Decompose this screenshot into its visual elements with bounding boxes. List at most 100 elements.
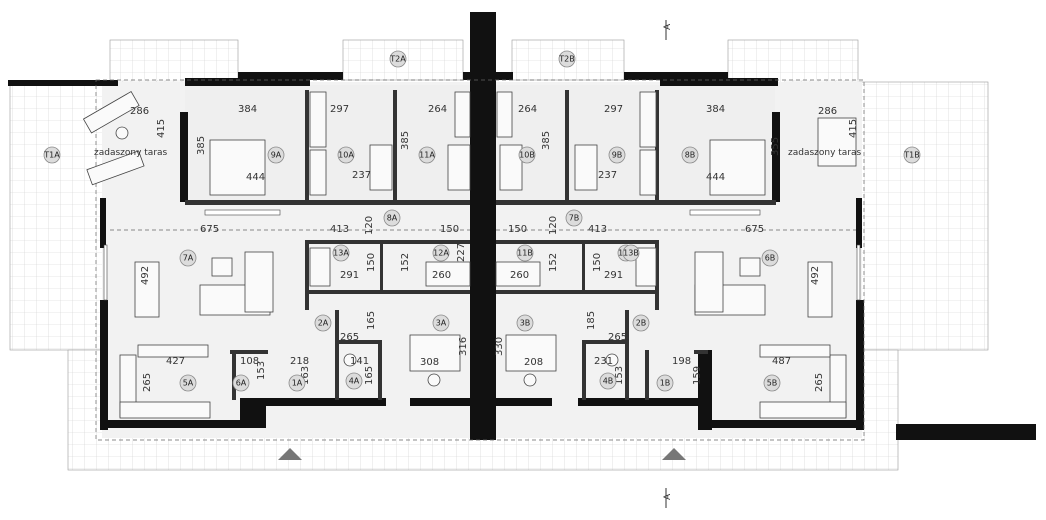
room-badge-label: 4B: [603, 377, 614, 386]
dimension: 265: [814, 373, 825, 392]
room-badge-6b: 6B: [761, 249, 779, 267]
room-badge-3b: 3B: [516, 314, 534, 332]
room-badge-label: 9A: [271, 151, 282, 160]
dimension: 163: [300, 366, 311, 385]
room-badge-7a: 7A: [179, 249, 197, 267]
room-badge-label: 8A: [387, 214, 398, 223]
room-badge-label: 12A: [433, 249, 449, 258]
dimension: 286: [130, 106, 149, 117]
dimension: 265: [340, 332, 359, 343]
dimension: 385: [541, 131, 552, 150]
room-badge-label: 1A: [292, 379, 303, 388]
dimension: 330: [494, 337, 505, 356]
dimension: 165: [366, 311, 377, 330]
dimension: 291: [340, 270, 359, 281]
dimension: 487: [772, 356, 791, 367]
room-badge-4a: 4A: [345, 372, 363, 390]
walls: [8, 12, 1036, 440]
room-badge-label: 2B: [636, 319, 647, 328]
dimension: 150: [366, 253, 377, 272]
dimension: 141: [350, 356, 369, 367]
dimension: 385: [400, 131, 411, 150]
room-badge-label: T2A: [389, 55, 406, 64]
room-badge-1a: 1A: [288, 374, 306, 392]
room-badge-label: 4A: [349, 377, 360, 386]
room-badge-9a: 9A: [267, 146, 285, 164]
dimension: 120: [548, 216, 559, 235]
room-badge-label: 7A: [183, 254, 194, 263]
dimension: 231: [594, 356, 613, 367]
room-badge-11a: 11A: [418, 146, 436, 164]
dimension: 384: [706, 104, 725, 115]
room-badge-t1a: T1A: [43, 146, 61, 164]
dimension: 427: [166, 356, 185, 367]
room-badge-t2a: T2A: [389, 50, 407, 68]
room-badge-label: 10B: [519, 151, 535, 160]
room-badge-label: 5A: [183, 379, 194, 388]
dimension: 260: [510, 270, 529, 281]
room-badge-label: 9B: [612, 151, 623, 160]
room-badge-12a: 12A: [432, 244, 450, 262]
dashed-outlines: [95, 79, 865, 441]
dimension: 384: [238, 104, 257, 115]
dimension: 237: [598, 170, 617, 181]
dimension: 150: [508, 224, 527, 235]
dimension: 415: [848, 119, 859, 138]
dimension: 152: [400, 253, 411, 272]
dimension: 264: [518, 104, 537, 115]
room-badge-label: 11B: [517, 249, 533, 258]
room-badge-5a: 5A: [179, 374, 197, 392]
dimension: 227: [456, 243, 467, 262]
terrace-label-left: zadaszony taras: [94, 148, 168, 158]
dimension: 198: [672, 356, 691, 367]
room-badge-6a: 6A: [232, 374, 250, 392]
section-markers: A A: [663, 20, 673, 508]
dimension: 286: [818, 106, 837, 117]
room-badge-label: 6B: [765, 254, 776, 263]
dimension: 208: [524, 357, 543, 368]
room-badge-label: 7B: [569, 214, 580, 223]
room-badge-4b: 4B: [599, 372, 617, 390]
room-badge-label: 1B: [660, 379, 671, 388]
terrace-label-right: zadaszony taras: [788, 148, 862, 158]
dimension: 153: [614, 366, 625, 385]
dimension: 444: [706, 172, 725, 183]
room-badge-t1b: T1B: [903, 146, 921, 164]
room-badge-3a: 3A: [432, 314, 450, 332]
room-badge-2a: 2A: [314, 314, 332, 332]
dimension: 297: [330, 104, 349, 115]
room-badge-label: 3B: [520, 319, 531, 328]
section-label-bottom: A: [663, 493, 673, 500]
dimension: 165: [364, 366, 375, 385]
dimension: 308: [420, 357, 439, 368]
dimension: 108: [240, 356, 259, 367]
room-badge-9b: 9B: [608, 146, 626, 164]
room-badge-label: 6A: [236, 379, 247, 388]
dimension: 492: [810, 266, 821, 285]
dimension: 492: [140, 266, 151, 285]
dimension: 675: [200, 224, 219, 235]
dimension: 152: [548, 253, 559, 272]
dimension: 385: [196, 136, 207, 155]
room-badge-8b: 8B: [681, 146, 699, 164]
dimension: 413: [588, 224, 607, 235]
dimension: 260: [432, 270, 451, 281]
dimension: 153: [256, 361, 267, 380]
room-badge-7b: 7B: [565, 209, 583, 227]
dimension-labels: 286 415 384 385 297 264 264 385 297 384 …: [130, 104, 859, 392]
room-badge-label: 10A: [338, 151, 354, 160]
room-badge-label: 11A: [419, 151, 435, 160]
room-badge-13a: 13A: [332, 244, 350, 262]
dimension: 265: [608, 332, 627, 343]
room-badge-label: 2A: [318, 319, 329, 328]
room-badge-label: 8B: [685, 151, 696, 160]
dimension: 218: [290, 356, 309, 367]
room-badge-t2b: T2B: [558, 50, 576, 68]
dimension: 675: [745, 224, 764, 235]
dimension: 444: [246, 172, 265, 183]
dimension: 316: [458, 337, 469, 356]
room-badge-5b: 5B: [763, 374, 781, 392]
dimension: 265: [142, 373, 153, 392]
dimension: 355: [770, 137, 781, 156]
